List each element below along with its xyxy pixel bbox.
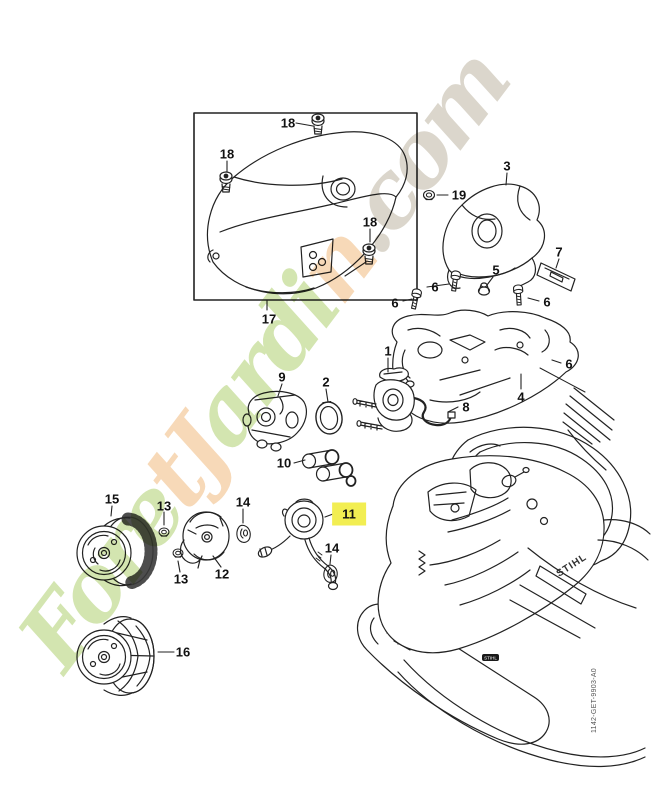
part-9-carburetor [242, 390, 307, 452]
part-callout-18b[interactable]: 18 [219, 146, 235, 162]
part-callout-19[interactable]: 19 [451, 187, 467, 203]
part-15-flywheel [76, 512, 158, 590]
part-callout-14a[interactable]: 14 [235, 494, 251, 510]
part-5-grommet [477, 282, 491, 296]
part-callout-14b[interactable]: 14 [324, 540, 340, 556]
part-1-manifold [352, 367, 415, 432]
part-callout-13b[interactable]: 13 [173, 571, 189, 587]
part-16-starter-wheel [76, 616, 155, 696]
part-callout-2[interactable]: 2 [322, 374, 330, 390]
part-4-engine-housing [391, 309, 586, 424]
part-callout-7[interactable]: 7 [555, 244, 563, 260]
part-callout-9[interactable]: 9 [278, 369, 286, 385]
part-callout-18c[interactable]: 18 [362, 214, 378, 230]
part-callout-13a[interactable]: 13 [156, 498, 172, 514]
part-callout-15[interactable]: 15 [104, 491, 120, 507]
part-callout-11[interactable]: 11 [332, 502, 366, 526]
chainsaw-body: STIHL STIHL [357, 387, 651, 768]
part-callout-4[interactable]: 4 [517, 389, 525, 405]
leader-lines [110, 122, 562, 653]
part-callout-17[interactable]: 17 [261, 311, 277, 327]
drawing-code: 1142-GET-9903-A0 [591, 668, 598, 733]
inset-box [193, 112, 418, 301]
part-7-plate [536, 262, 576, 292]
part-callout-6d[interactable]: 6 [565, 356, 573, 372]
part-callout-12[interactable]: 12 [214, 566, 230, 582]
part-10-sleeves [301, 449, 357, 487]
part-callout-6a[interactable]: 6 [431, 279, 439, 295]
part-callout-3[interactable]: 3 [503, 158, 511, 174]
part-3-filter-cover [442, 183, 545, 289]
part-callout-5[interactable]: 5 [492, 262, 500, 278]
part-callout-6b[interactable]: 6 [391, 295, 399, 311]
part-callout-6c[interactable]: 6 [543, 294, 551, 310]
part-17-cylinder-cover [206, 131, 408, 295]
part-callout-1[interactable]: 1 [384, 343, 392, 359]
part-callout-8[interactable]: 8 [462, 399, 470, 415]
part-callout-16[interactable]: 16 [175, 644, 191, 660]
body-logo-text: STIHL [484, 656, 497, 661]
part-11-oil-pump [257, 498, 339, 591]
part-callout-18a[interactable]: 18 [280, 115, 296, 131]
part-2-gasket [315, 400, 343, 435]
body-logo-badge [482, 654, 499, 661]
part-12-clutch [179, 511, 230, 569]
part-callout-10[interactable]: 10 [276, 455, 292, 471]
